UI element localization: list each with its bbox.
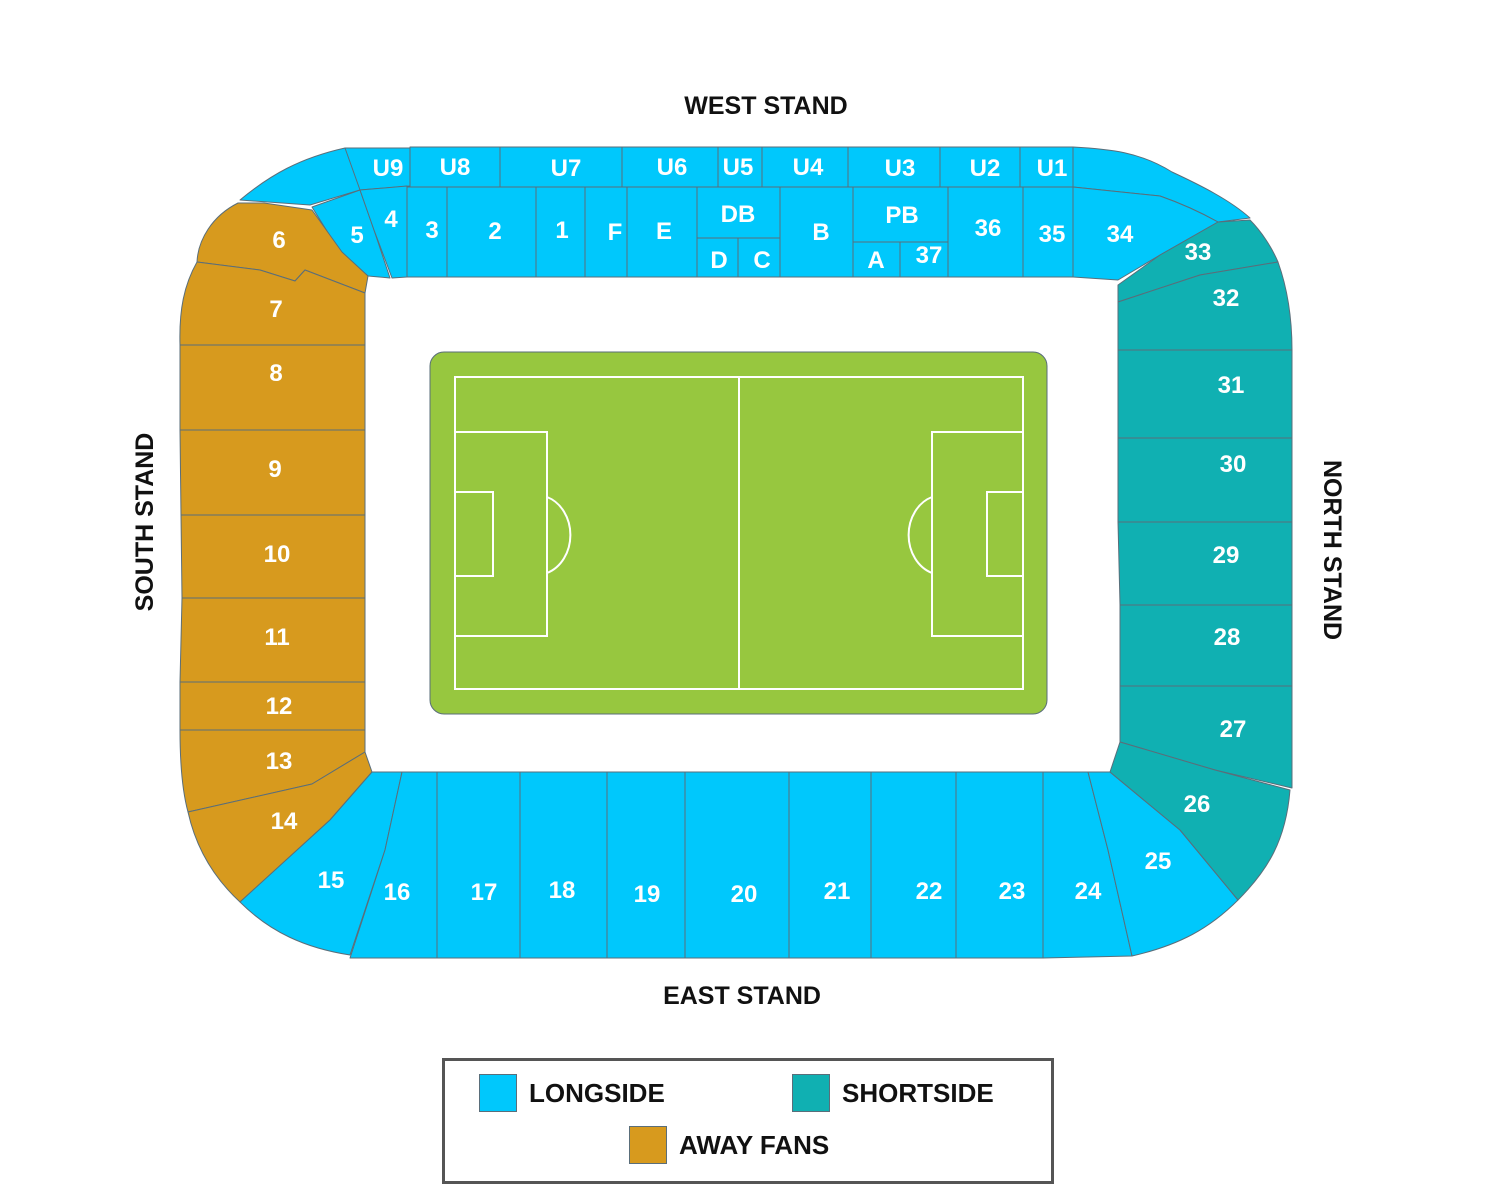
pitch — [429, 351, 1048, 715]
label-29: 29 — [1213, 542, 1240, 569]
legend-away-label: AWAY FANS — [679, 1129, 830, 1160]
label-21: 21 — [824, 878, 851, 905]
east-stand-label: EAST STAND — [663, 982, 821, 1010]
label-pb: PB — [885, 202, 918, 229]
label-4: 4 — [384, 206, 398, 233]
section-34[interactable] — [1072, 186, 1219, 281]
label-5: 5 — [350, 222, 363, 249]
section-20[interactable] — [684, 771, 790, 959]
label-34: 34 — [1107, 221, 1134, 248]
label-22: 22 — [916, 878, 943, 905]
legend: LONGSIDE SHORTSIDE AWAY FANS — [442, 1058, 1054, 1184]
label-2: 2 — [488, 218, 501, 245]
label-d: D — [710, 247, 727, 274]
section-22[interactable] — [870, 771, 957, 959]
label-6: 6 — [272, 227, 285, 254]
section-31[interactable] — [1117, 349, 1293, 439]
legend-longside: LONGSIDE — [479, 1074, 665, 1112]
section-labels: U9 U8 U7 U6 U5 U4 U3 U2 U1 5 4 3 2 1 F E… — [264, 154, 1247, 908]
label-33: 33 — [1185, 239, 1212, 266]
label-10: 10 — [264, 541, 291, 568]
section-4[interactable] — [359, 185, 408, 279]
longside-swatch — [479, 1074, 517, 1112]
label-37: 37 — [916, 242, 943, 269]
legend-shortside-label: SHORTSIDE — [842, 1077, 994, 1108]
south-stand — [179, 202, 373, 903]
label-20: 20 — [731, 881, 758, 908]
label-u6: U6 — [657, 154, 688, 181]
legend-shortside: SHORTSIDE — [792, 1074, 994, 1112]
label-u4: U4 — [793, 154, 824, 181]
label-u2: U2 — [970, 155, 1001, 182]
label-17: 17 — [471, 879, 498, 906]
label-3: 3 — [425, 217, 438, 244]
label-u9: U9 — [373, 155, 404, 182]
label-23: 23 — [999, 878, 1026, 905]
shortside-swatch — [792, 1074, 830, 1112]
legend-away: AWAY FANS — [629, 1126, 829, 1164]
label-26: 26 — [1184, 791, 1211, 818]
north-stand-label: NORTH STAND — [1318, 460, 1346, 640]
label-27: 27 — [1220, 716, 1247, 743]
label-19: 19 — [634, 881, 661, 908]
label-f: F — [608, 219, 623, 246]
section-28[interactable] — [1119, 604, 1293, 687]
label-11: 11 — [264, 624, 289, 651]
label-32: 32 — [1213, 285, 1240, 312]
label-1: 1 — [555, 217, 568, 244]
section-21[interactable] — [788, 771, 872, 959]
west-stand — [239, 146, 1251, 281]
section-33[interactable] — [1117, 219, 1279, 303]
section-16[interactable] — [349, 771, 438, 959]
label-b: B — [812, 219, 829, 246]
label-14: 14 — [271, 808, 298, 835]
label-9: 9 — [268, 456, 281, 483]
label-u5: U5 — [723, 154, 754, 181]
label-e: E — [656, 218, 672, 245]
label-16: 16 — [384, 879, 411, 906]
label-a: A — [867, 247, 884, 274]
label-u1: U1 — [1037, 155, 1068, 182]
left-penalty-arc — [546, 496, 572, 574]
section-8[interactable] — [179, 344, 366, 431]
label-c: C — [753, 247, 770, 274]
label-25: 25 — [1145, 848, 1172, 875]
label-u8: U8 — [440, 154, 471, 181]
section-29[interactable] — [1117, 521, 1293, 606]
section-30[interactable] — [1117, 437, 1293, 523]
label-13: 13 — [266, 748, 293, 775]
section-26[interactable] — [1109, 741, 1291, 901]
south-stand-label: SOUTH STAND — [131, 433, 159, 612]
label-35: 35 — [1039, 221, 1066, 248]
label-7: 7 — [269, 296, 282, 323]
right-goal-area — [986, 491, 1024, 577]
label-15: 15 — [318, 867, 345, 894]
label-31: 31 — [1218, 372, 1245, 399]
left-goal-area — [454, 491, 494, 577]
west-stand-label: WEST STAND — [684, 92, 847, 120]
away-swatch — [629, 1126, 667, 1164]
right-penalty-arc — [907, 496, 933, 574]
east-stand — [239, 771, 1239, 959]
north-stand — [1109, 219, 1293, 901]
section-18[interactable] — [519, 771, 608, 959]
legend-longside-label: LONGSIDE — [529, 1077, 665, 1108]
label-12: 12 — [266, 693, 293, 720]
label-db: DB — [721, 201, 756, 228]
label-8: 8 — [269, 360, 282, 387]
section-7[interactable] — [179, 261, 366, 346]
label-u3: U3 — [885, 155, 916, 182]
label-30: 30 — [1220, 451, 1247, 478]
label-24: 24 — [1075, 878, 1102, 905]
label-28: 28 — [1214, 624, 1241, 651]
label-36: 36 — [975, 215, 1002, 242]
section-19[interactable] — [606, 771, 686, 959]
section-17[interactable] — [436, 771, 521, 959]
section-23[interactable] — [955, 771, 1044, 959]
label-18: 18 — [549, 877, 576, 904]
section-27[interactable] — [1119, 685, 1293, 789]
label-u7: U7 — [551, 155, 582, 182]
